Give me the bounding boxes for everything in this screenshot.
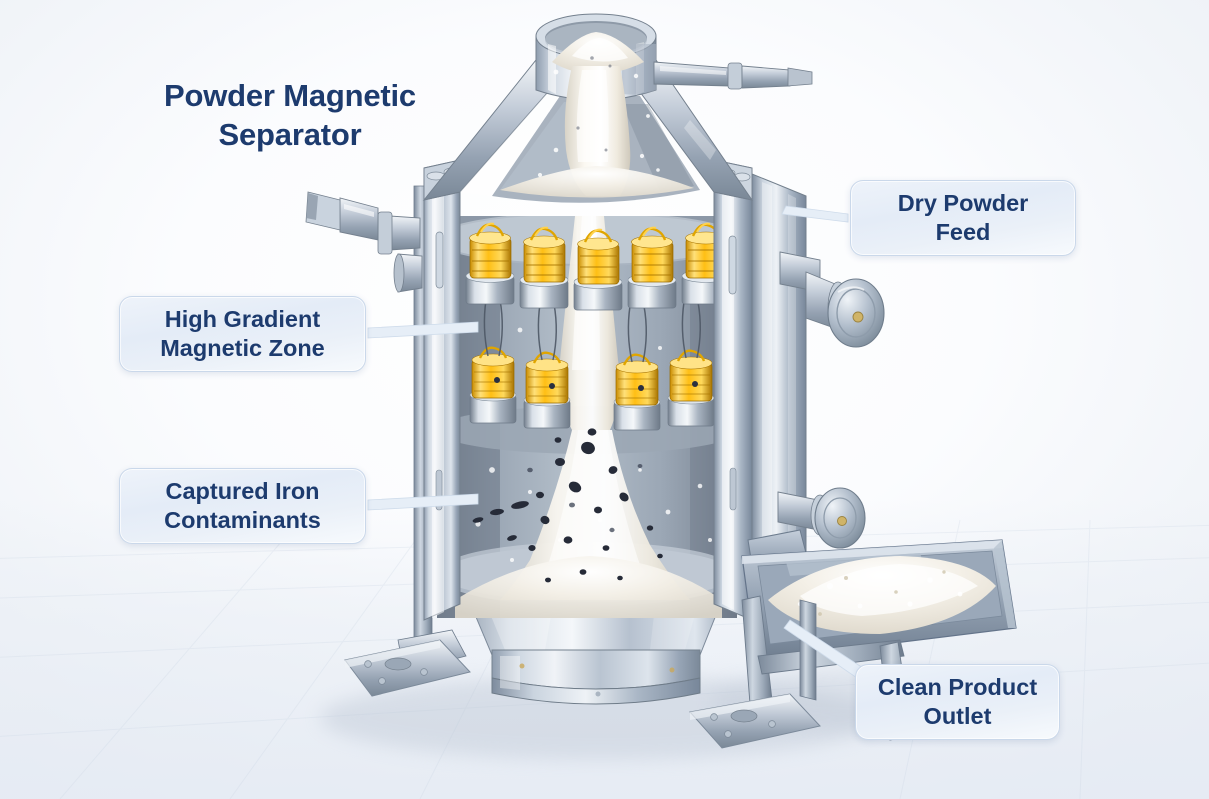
callout-high-gradient-zone-line2: Magnetic Zone: [160, 335, 325, 361]
callout-high-gradient-magnetic-zone[interactable]: High Gradient Magnetic Zone: [119, 296, 366, 372]
magnet-assembly: [573, 228, 623, 311]
leader-dry-powder-feed: [781, 205, 849, 223]
vessel-interior: [437, 216, 737, 618]
callout-captured-iron-contaminants[interactable]: Captured Iron Contaminants: [119, 468, 366, 544]
inlet-nozzle-right: [653, 61, 813, 90]
magnet-row-upper: [465, 222, 731, 311]
leader-captured-iron: [367, 493, 479, 511]
magnet-assembly: [613, 353, 661, 431]
magnet-assembly: [523, 351, 571, 429]
captured-iron-contaminants: [472, 428, 663, 583]
callout-dry-powder-feed-line2: Feed: [935, 219, 991, 245]
magnet-assembly: [519, 226, 569, 309]
leader-high-gradient-zone: [367, 321, 479, 339]
leader-lines: [367, 205, 867, 681]
latch-right-lower: [729, 467, 737, 511]
callout-dry-powder-feed[interactable]: Dry Powder Feed: [850, 180, 1076, 256]
title-line-2: Separator: [218, 117, 362, 153]
magnet-assembly: [627, 226, 677, 309]
magnet-support-rods: [483, 299, 701, 363]
handwheel-valve-upper[interactable]: [779, 251, 885, 348]
base-flange-ring: [491, 649, 701, 705]
latch-upper: [435, 231, 444, 289]
title-line-1: Powder Magnetic: [164, 78, 416, 113]
foot-plate-left: [344, 639, 471, 697]
feed-powder-pile: [500, 32, 694, 198]
callout-clean-product-outlet[interactable]: Clean Product Outlet: [855, 664, 1060, 740]
callout-captured-iron-line2: Contaminants: [164, 507, 321, 533]
callout-high-gradient-zone-line1: High Gradient: [164, 306, 321, 333]
powder-stream-lower: [455, 430, 722, 618]
callout-captured-iron-line1: Captured Iron: [165, 478, 320, 505]
callout-clean-product-outlet-line1: Clean Product: [877, 674, 1038, 701]
clean-powder-in-tray: [768, 556, 996, 634]
page-title: Powder Magnetic Separator: [125, 76, 455, 154]
latch-right-upper: [728, 235, 737, 295]
foot-plate-right: [689, 693, 821, 749]
magnet-assembly: [469, 346, 517, 424]
callout-dry-powder-feed-line1: Dry Powder: [897, 190, 1029, 217]
magnet-assembly: [667, 349, 715, 427]
callout-clean-product-outlet-line2: Outlet: [923, 703, 992, 729]
magnet-assembly: [465, 222, 515, 305]
inlet-nozzle-left: [305, 191, 423, 293]
magnet-row-lower: [469, 346, 715, 431]
support-leg-right: [799, 599, 817, 701]
handwheel-valve-lower[interactable]: [777, 487, 866, 549]
